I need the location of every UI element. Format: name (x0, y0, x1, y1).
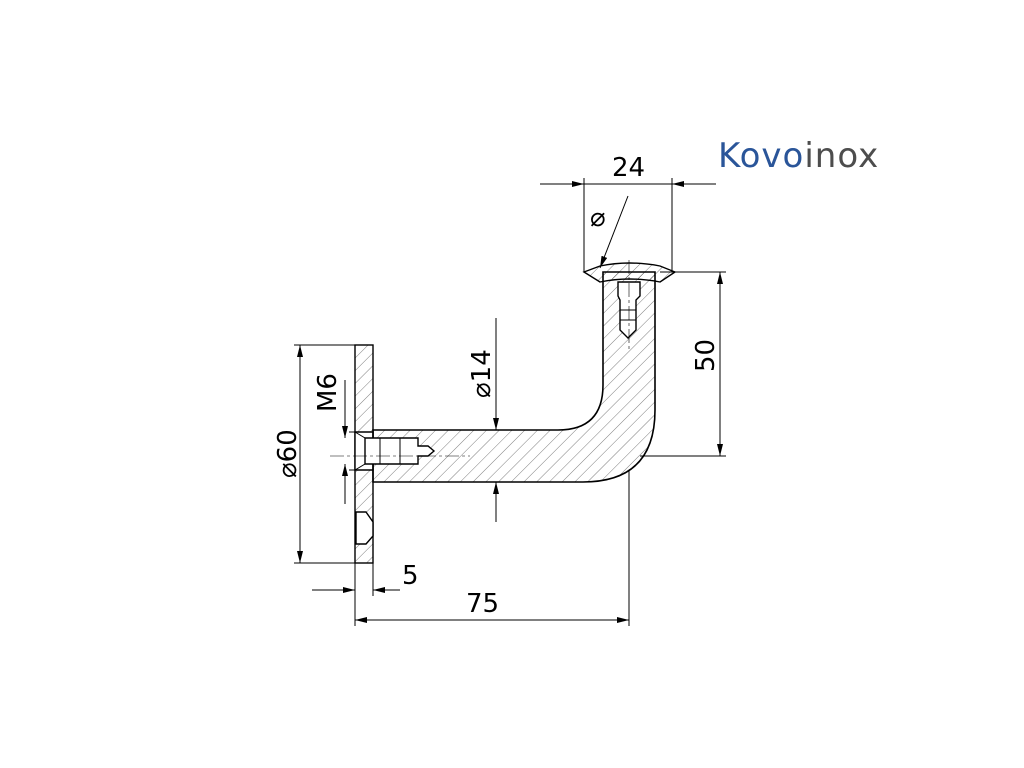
overall-length-dimension: 75 (466, 589, 499, 619)
plate-diameter-dimension: ⌀60 (273, 429, 303, 478)
arm-diameter-dimension: ⌀14 (467, 349, 497, 398)
company-logo: Kovoinox (718, 136, 879, 176)
logo-part-kovo: Kovo (718, 136, 804, 176)
logo-part-inox: inox (804, 136, 879, 176)
bent-arm (372, 271, 656, 483)
thread-size-dimension: M6 (313, 373, 343, 412)
plate-thickness-dimension: 5 (402, 561, 419, 591)
plate-mounting-hole (355, 511, 374, 545)
pipe-diameter-symbol: ⌀ (590, 203, 606, 233)
vertical-height-dimension: 50 (691, 339, 721, 372)
saddle-width-dimension: 24 (612, 153, 645, 183)
